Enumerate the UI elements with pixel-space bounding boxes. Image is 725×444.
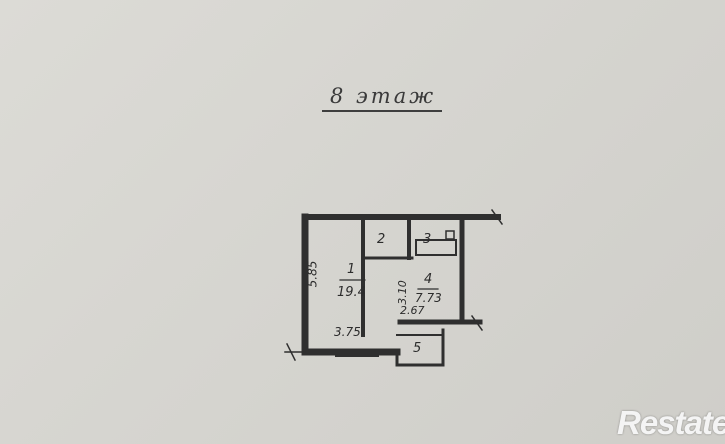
sink bbox=[445, 230, 455, 240]
room-4-height-dimension: 3.10 bbox=[395, 280, 409, 305]
room-5-number: 5 bbox=[413, 341, 422, 356]
room-1-height-dimension: 5.85 bbox=[305, 260, 320, 288]
room-4-area: 7.73 bbox=[415, 291, 442, 305]
room-1-area: 19.4 bbox=[337, 285, 366, 300]
room-3-number: 3 bbox=[423, 232, 432, 247]
balcony-wall bbox=[395, 328, 445, 367]
dimension-tick-right bbox=[470, 314, 484, 332]
dimension-tick-top bbox=[490, 208, 504, 226]
room-4-number: 4 bbox=[424, 272, 433, 287]
room-2-number: 2 bbox=[377, 232, 386, 247]
floor-title: 8 этаж bbox=[330, 84, 437, 108]
dimension-tick-left bbox=[285, 342, 297, 362]
floor-title-underline bbox=[322, 110, 442, 112]
room-4-width-dimension: 2.67 bbox=[400, 304, 425, 317]
room-1-width-dimension: 3.75 bbox=[334, 325, 361, 339]
window-room1 bbox=[335, 351, 379, 357]
room-1-number: 1 bbox=[347, 262, 356, 277]
bathtub bbox=[415, 239, 457, 256]
restate-watermark-logo: Restate bbox=[617, 404, 725, 441]
